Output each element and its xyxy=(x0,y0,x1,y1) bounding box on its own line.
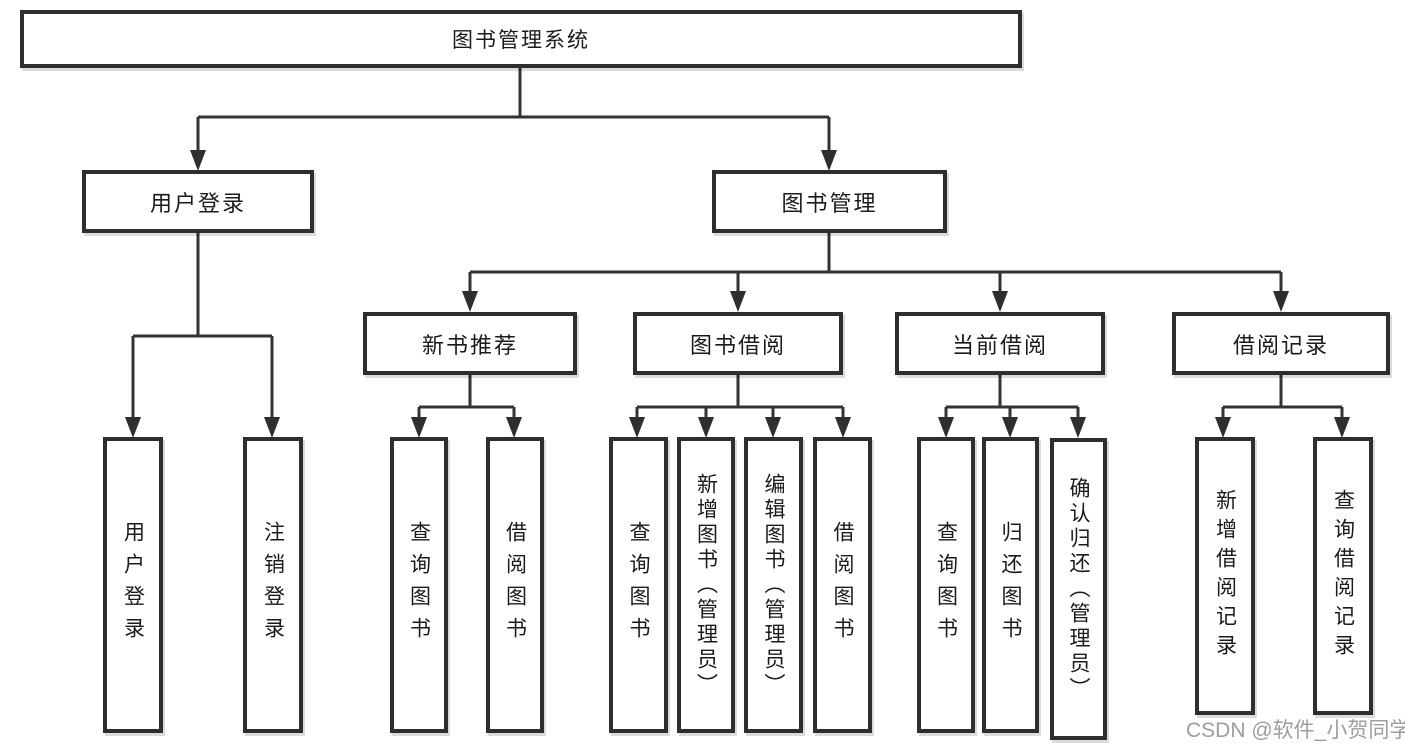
csdn-watermark: CSDN @软件_小贺同学 xyxy=(1186,719,1405,742)
leaf-query-books-borrowing: 查询图书 xyxy=(609,437,668,733)
leaf-return-books: 归还图书 xyxy=(982,437,1039,733)
leaf-query-borrowing-records: 查询借阅记录 xyxy=(1313,437,1373,715)
node-label: 图书借阅 xyxy=(689,332,786,358)
node-label: 图书管理 xyxy=(781,190,878,216)
leaf-borrow-books-borrowing: 借阅图书 xyxy=(813,437,872,733)
connector-book-borrowing-to-leaves xyxy=(635,375,845,420)
node-book-management: 图书管理 xyxy=(712,170,947,233)
leaf-label: 新增图书（管理员） xyxy=(694,472,718,698)
connector-borrowing-records-to-leaves xyxy=(1221,375,1344,420)
connector-current-borrowing-to-leaves xyxy=(944,375,1080,420)
leaf-label: 查询图书 xyxy=(934,521,958,649)
node-current-borrowing: 当前借阅 xyxy=(895,312,1105,375)
node-label: 借阅记录 xyxy=(1232,332,1329,358)
leaf-label: 确认归还（管理员） xyxy=(1067,476,1090,702)
connector-new-book-recommendation-to-leaves xyxy=(417,375,516,420)
leaf-confirm-return-admin: 确认归还（管理员） xyxy=(1050,438,1107,740)
node-user-login: 用户登录 xyxy=(82,170,314,233)
leaf-label: 用户登录 xyxy=(121,521,145,649)
node-label: 当前借阅 xyxy=(951,332,1048,358)
node-label: 用户登录 xyxy=(149,190,246,216)
leaf-label: 编辑图书（管理员） xyxy=(762,472,785,698)
node-book-borrowing: 图书借阅 xyxy=(633,312,843,375)
connector-user-login-to-leaves xyxy=(131,233,274,420)
leaf-user-login: 用户登录 xyxy=(103,437,163,733)
leaf-edit-books-admin: 编辑图书（管理员） xyxy=(744,437,803,733)
node-library-management-system: 图书管理系统 xyxy=(20,10,1022,68)
leaf-label: 注销登录 xyxy=(261,521,285,649)
leaf-query-books-recommendation: 查询图书 xyxy=(390,437,448,733)
leaf-label: 新增借阅记录 xyxy=(1213,489,1237,663)
leaf-label: 归还图书 xyxy=(999,521,1022,649)
leaf-add-books-admin: 新增图书（管理员） xyxy=(677,437,735,733)
leaf-label: 借阅图书 xyxy=(831,521,854,649)
node-new-book-recommendation: 新书推荐 xyxy=(363,312,577,375)
connector-root-to-level2 xyxy=(196,68,831,152)
node-label: 图书管理系统 xyxy=(452,29,590,52)
leaf-label: 查询图书 xyxy=(627,521,650,649)
leaf-borrow-books-recommendation: 借阅图书 xyxy=(486,437,544,733)
connector-book-management-to-level3 xyxy=(468,233,1283,293)
node-borrowing-records: 借阅记录 xyxy=(1172,312,1390,375)
leaf-query-books-current: 查询图书 xyxy=(917,437,975,733)
leaf-add-borrowing-record: 新增借阅记录 xyxy=(1195,437,1255,715)
leaf-label: 查询图书 xyxy=(407,521,431,649)
leaf-logout: 注销登录 xyxy=(243,437,303,733)
leaf-label: 借阅图书 xyxy=(503,521,527,649)
node-label: 新书推荐 xyxy=(421,332,518,358)
leaf-label: 查询借阅记录 xyxy=(1331,489,1355,663)
